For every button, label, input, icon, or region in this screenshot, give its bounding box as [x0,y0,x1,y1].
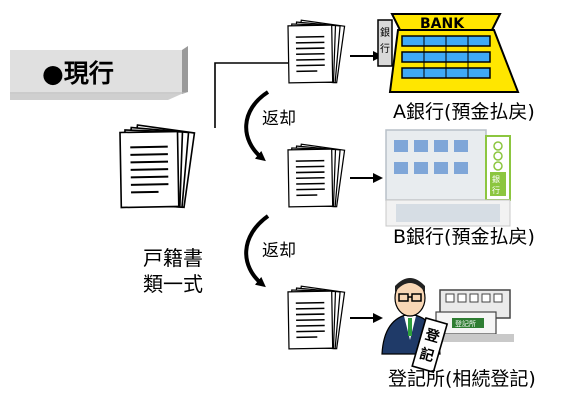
bank-a-side-sign-2: 行 [380,42,390,55]
registration-document: 登 記 [411,317,449,374]
current-label-text: ●現行 [42,59,114,88]
documents-label-line1: 戸籍書 [143,246,203,270]
submit-connector-line [214,62,288,128]
return-arrow-1 [244,90,270,162]
registration-doc-char-2: 記 [418,345,436,365]
registry-sign: 登記所 [455,319,476,328]
registry-label: 登記所(相続登記) [388,368,536,390]
return-label-1: 返却 [262,109,296,129]
bank-b-building: 銀 行 [385,129,511,227]
source-document-stack [119,124,196,209]
registry-office-building: 登記所 [434,289,514,342]
return-label-2: 返却 [262,241,296,261]
bank-b-side-sign-2: 行 [492,185,500,195]
registration-doc-char-1: 登 [422,326,442,347]
doc-stack-registry [287,285,346,350]
current-label-tab: ●現行 [10,46,188,100]
documents-label-line2: 類一式 [143,272,203,296]
doc-stack-bank-b [287,143,346,208]
doc-stack-bank-a [287,19,346,84]
bank-a-label: A銀行(預金払戻) [393,101,535,123]
bank-b-side-sign-1: 銀 [492,174,500,184]
bank-b-label: B銀行(預金払戻) [393,226,535,248]
return-arrow-2 [244,214,270,288]
bank-a-sign: BANK [420,16,465,32]
bank-a-building: BANK 銀 行 [377,13,520,93]
bank-a-side-sign-1: 銀 [380,26,390,39]
